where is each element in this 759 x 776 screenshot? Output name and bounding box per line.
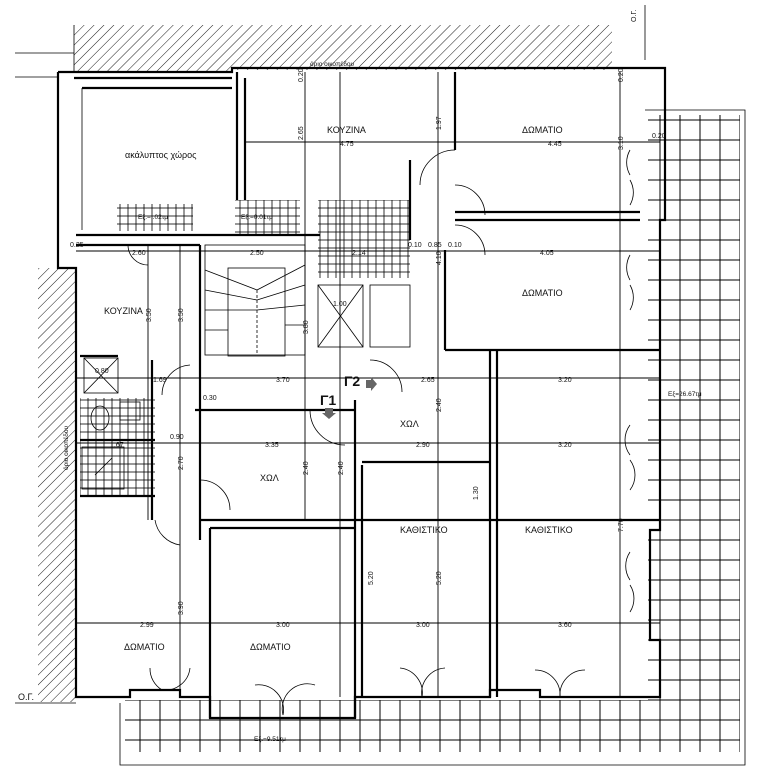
room-label-room-top-right: ΔΩΜΑΤΙΟ <box>522 125 563 135</box>
svg-text:2.90: 2.90 <box>416 442 430 449</box>
small-tiles-3 <box>318 200 410 278</box>
small-tiles-1 <box>117 204 193 231</box>
svg-text:7.70: 7.70 <box>618 518 625 532</box>
svg-text:4.45: 4.45 <box>548 141 562 148</box>
svg-text:2.65: 2.65 <box>421 377 435 384</box>
room-label-kitchen-top: ΚΟΥΖΙΝΑ <box>327 125 366 135</box>
svg-text:2.40: 2.40 <box>338 461 345 475</box>
svg-text:3.00: 3.00 <box>276 622 290 629</box>
interior-walls <box>76 72 660 718</box>
svg-text:3.70: 3.70 <box>276 377 290 384</box>
room-label-hall-center: ΧΩΛ <box>400 419 419 429</box>
svg-text:1.00: 1.00 <box>333 301 347 308</box>
hatch-left <box>38 268 76 702</box>
svg-text:2.65: 2.65 <box>298 126 305 140</box>
entrance-g1: Γ1 <box>320 392 336 408</box>
entrance-arrow-icon <box>366 377 377 391</box>
svg-text:1.69: 1.69 <box>153 377 167 384</box>
og-bottom-marker: Ο.Γ. <box>18 692 34 702</box>
svg-text:0.20: 0.20 <box>618 68 625 82</box>
svg-text:2.99: 2.99 <box>140 622 154 629</box>
svg-text:0.20: 0.20 <box>652 133 666 140</box>
area-terrace-right: Εξ=26.67τμ <box>668 391 702 398</box>
svg-text:4.05: 4.05 <box>540 250 554 257</box>
entrance-arrow-icon <box>322 408 336 419</box>
room-label-room-mid-right: ΔΩΜΑΤΙΟ <box>522 288 563 298</box>
svg-text:0.25: 0.25 <box>70 242 84 249</box>
svg-text:0.30: 0.30 <box>203 395 217 402</box>
svg-text:2.40: 2.40 <box>303 461 310 475</box>
svg-text:0.90: 0.90 <box>170 434 184 441</box>
area-small-2: Εξ.=0.01τμ <box>241 214 273 221</box>
svg-text:3.10: 3.10 <box>618 136 625 150</box>
svg-text:2.40: 2.40 <box>436 398 443 412</box>
svg-text:3.50: 3.50 <box>146 308 153 322</box>
boundary-top-label: όριο οικοπέδου <box>310 60 355 68</box>
dimension-labels: 4.75 4.45 2.65 1.97 3.10 0.20 0.20 0.20 … <box>70 68 666 629</box>
doors <box>127 149 636 716</box>
svg-text:3.35: 3.35 <box>265 442 279 449</box>
svg-text:0.20: 0.20 <box>298 68 305 82</box>
svg-text:0.10: 0.10 <box>408 242 422 249</box>
room-label-kitchen-left: ΚΟΥΖΙΝΑ <box>104 306 143 316</box>
hatch-top-2 <box>232 25 612 70</box>
hatch-top <box>74 25 232 72</box>
svg-text:4.75: 4.75 <box>340 141 354 148</box>
room-label-hall-left: ΧΩΛ <box>260 473 279 483</box>
svg-text:2.50: 2.50 <box>250 250 264 257</box>
svg-text:3.80: 3.80 <box>303 320 310 334</box>
svg-text:2.60: 2.60 <box>132 250 146 257</box>
svg-text:0.80: 0.80 <box>95 368 109 375</box>
entrance-g2: Γ2 <box>344 373 360 389</box>
room-label-room-bottom-1: ΔΩΜΑΤΙΟ <box>124 642 165 652</box>
terrace-right <box>648 115 740 715</box>
room-label-living-2: ΚΑΘΙΣΤΙΚΟ <box>525 525 573 535</box>
og-top-marker: Ο.Γ. <box>631 10 638 22</box>
terrace-bottom <box>125 700 740 752</box>
svg-text:0.10: 0.10 <box>448 242 462 249</box>
svg-text:3.50: 3.50 <box>178 308 185 322</box>
svg-text:2.14: 2.14 <box>352 250 366 257</box>
svg-text:0.85: 0.85 <box>428 242 442 249</box>
svg-text:1.67: 1.67 <box>110 442 124 449</box>
staircase <box>204 244 411 357</box>
svg-text:3.90: 3.90 <box>178 601 185 615</box>
svg-text:1.97: 1.97 <box>436 116 443 130</box>
svg-text:5.20: 5.20 <box>368 571 375 585</box>
svg-text:5.20: 5.20 <box>436 571 443 585</box>
room-label-open-space: ακάλυπτος χώρος <box>125 150 197 160</box>
area-small-1: Εξ.=..02τμ <box>138 214 168 221</box>
svg-text:2.70: 2.70 <box>178 456 185 470</box>
svg-text:1.30: 1.30 <box>473 486 480 500</box>
area-terrace-bottom: Εξ.=9.51τμ <box>254 736 286 743</box>
svg-text:4.10: 4.10 <box>436 251 443 265</box>
svg-text:3.20: 3.20 <box>558 442 572 449</box>
svg-text:3.20: 3.20 <box>558 377 572 384</box>
dimension-lines <box>76 72 660 697</box>
svg-text:3.00: 3.00 <box>416 622 430 629</box>
small-tiles-2 <box>235 200 300 235</box>
svg-text:3.60: 3.60 <box>558 622 572 629</box>
room-label-room-bottom-2: ΔΩΜΑΤΙΟ <box>250 642 291 652</box>
boundary-left-label: όριο οικοπέδου <box>62 425 70 470</box>
room-label-living-1: ΚΑΘΙΣΤΙΚΟ <box>400 525 448 535</box>
